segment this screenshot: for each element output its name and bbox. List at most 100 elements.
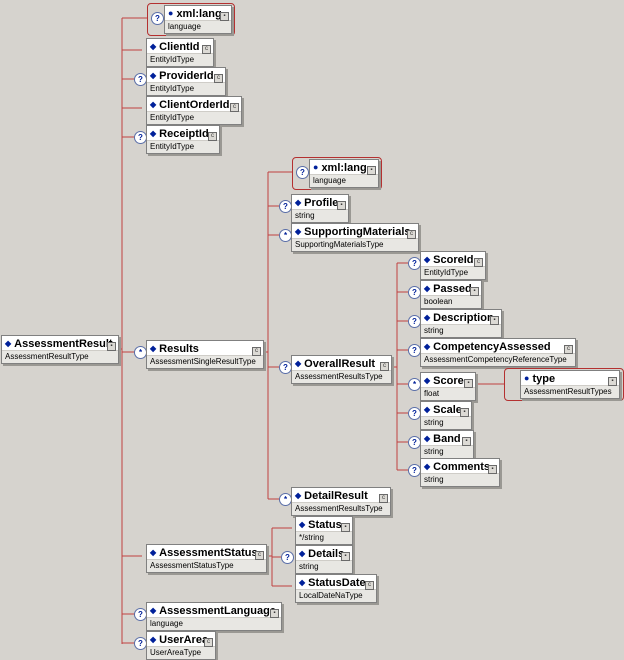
complex-type-icon: ▪ xyxy=(270,609,279,618)
description-type: string xyxy=(421,324,501,337)
details-node[interactable]: Details string ▪ xyxy=(295,545,353,574)
complex-type-icon: ▪ xyxy=(608,377,617,386)
complex-type-icon: c xyxy=(407,230,416,239)
band-type: string xyxy=(421,445,473,458)
complex-type-icon: ▪ xyxy=(470,287,479,296)
complex-type-icon: ▪ xyxy=(462,437,471,446)
details-name: Details xyxy=(296,546,352,560)
profile-name: Profile xyxy=(292,195,348,209)
scale-node[interactable]: Scale string ▪ xyxy=(420,401,472,430)
question-icon: ? xyxy=(281,551,294,564)
complex-type-icon: c xyxy=(255,551,264,560)
score-type-attribute-name: type xyxy=(521,371,619,385)
complex-type-icon: ▪ xyxy=(367,166,376,175)
complex-type-icon: c xyxy=(202,45,211,54)
band-node[interactable]: Band string ▪ xyxy=(420,430,474,459)
profile-type: string xyxy=(292,209,348,222)
client-order-id-node[interactable]: ClientOrderId EntityIdType c xyxy=(146,96,242,125)
supporting-materials-name: SupportingMaterials xyxy=(292,224,418,238)
complex-type-icon: c xyxy=(252,347,261,356)
user-area-type: UserAreaType xyxy=(147,646,215,659)
score-id-type: EntityIdType xyxy=(421,266,485,279)
assessment-status-type: AssessmentStatusType xyxy=(147,559,266,572)
complex-type-icon: c xyxy=(564,345,573,354)
complex-type-icon: c xyxy=(214,74,223,83)
client-id-node[interactable]: ClientId EntityIdType c xyxy=(146,38,214,67)
assessment-status-node[interactable]: AssessmentStatus AssessmentStatusType c xyxy=(146,544,267,573)
score-name: Score xyxy=(421,373,475,387)
question-icon: ? xyxy=(296,166,309,179)
client-order-id-type: EntityIdType xyxy=(147,111,241,124)
detail-result-node[interactable]: DetailResult AssessmentResultsType c xyxy=(291,487,391,516)
receipt-id-node[interactable]: ReceiptId EntityIdType c xyxy=(146,125,220,154)
scale-name: Scale xyxy=(421,402,471,416)
overall-result-type: AssessmentResultsType xyxy=(292,370,391,383)
question-icon: ? xyxy=(134,131,147,144)
complex-type-icon: c xyxy=(204,638,213,647)
assessment-status-name: AssessmentStatus xyxy=(147,545,266,559)
score-type-attribute-type: AssessmentResultTypes xyxy=(521,385,619,398)
status-date-node[interactable]: StatusDate LocalDateNaType c xyxy=(295,574,377,603)
status-name: Status xyxy=(296,517,352,531)
root-xml-lang-type: language xyxy=(165,20,231,33)
details-type: string xyxy=(296,560,352,573)
results-node[interactable]: Results AssessmentSingleResultType c xyxy=(146,340,264,369)
status-node[interactable]: Status */string ▪ xyxy=(295,516,353,545)
root-xml-lang-name: xml:lang xyxy=(165,6,231,20)
complex-type-icon: ▪ xyxy=(490,316,499,325)
client-id-name: ClientId xyxy=(147,39,213,53)
detail-result-name: DetailResult xyxy=(292,488,390,502)
results-type: AssessmentSingleResultType xyxy=(147,355,263,368)
profile-node[interactable]: Profile string ▪ xyxy=(291,194,349,223)
question-icon: ? xyxy=(151,12,164,25)
score-type-attribute-node[interactable]: type AssessmentResultTypes ▪ xyxy=(520,370,620,399)
description-node[interactable]: Description string ▪ xyxy=(420,309,502,338)
competency-assessed-type: AssessmentCompetencyReferenceType xyxy=(421,353,575,366)
assessment-language-node[interactable]: AssessmentLanguage language ▪ xyxy=(146,602,282,631)
detail-result-type: AssessmentResultsType xyxy=(292,502,390,515)
band-name: Band xyxy=(421,431,473,445)
assessment-result-name: AssessmentResult xyxy=(2,336,118,350)
results-xml-lang-name: xml:lang xyxy=(310,160,378,174)
assessment-language-name: AssessmentLanguage xyxy=(147,603,281,617)
score-id-node[interactable]: ScoreId EntityIdType c xyxy=(420,251,486,280)
complex-type-icon: c xyxy=(365,581,374,590)
competency-assessed-node[interactable]: CompetencyAssessed AssessmentCompetencyR… xyxy=(420,338,576,367)
provider-id-name: ProviderId xyxy=(147,68,225,82)
passed-type: boolean xyxy=(421,295,481,308)
provider-id-node[interactable]: ProviderId EntityIdType c xyxy=(146,67,226,96)
score-type: float xyxy=(421,387,475,400)
comments-name: Comments xyxy=(421,459,499,473)
results-xml-lang-node[interactable]: xml:lang language ▪ xyxy=(309,159,379,188)
comments-type: string xyxy=(421,473,499,486)
complex-type-icon: c xyxy=(379,494,388,503)
overall-result-node[interactable]: OverallResult AssessmentResultsType c xyxy=(291,355,392,384)
provider-id-type: EntityIdType xyxy=(147,82,225,95)
complex-type-icon: ▪ xyxy=(460,408,469,417)
user-area-name: UserArea xyxy=(147,632,215,646)
score-node[interactable]: Score float ▪ xyxy=(420,372,476,401)
passed-node[interactable]: Passed boolean ▪ xyxy=(420,280,482,309)
description-name: Description xyxy=(421,310,501,324)
supporting-materials-node[interactable]: SupportingMaterials SupportingMaterialsT… xyxy=(291,223,419,252)
complex-type-icon: c xyxy=(380,362,389,371)
competency-assessed-name: CompetencyAssessed xyxy=(421,339,575,353)
assessment-result-type: AssessmentResultType xyxy=(2,350,118,363)
complex-type-icon: ▪ xyxy=(337,201,346,210)
results-xml-lang-type: language xyxy=(310,174,378,187)
root-xml-lang-node[interactable]: xml:lang language ▪ xyxy=(164,5,232,34)
assessment-result-node[interactable]: AssessmentResult AssessmentResultType ▪ xyxy=(1,335,119,364)
assessment-language-type: language xyxy=(147,617,281,630)
complex-type-icon: c xyxy=(230,103,239,112)
client-order-id-name: ClientOrderId xyxy=(147,97,241,111)
results-name: Results xyxy=(147,341,263,355)
comments-node[interactable]: Comments string ▪ xyxy=(420,458,500,487)
status-date-name: StatusDate xyxy=(296,575,376,589)
complex-type-icon: ▪ xyxy=(488,465,497,474)
status-type: */string xyxy=(296,531,352,544)
complex-type-icon: ▪ xyxy=(220,12,229,21)
supporting-materials-type: SupportingMaterialsType xyxy=(292,238,418,251)
overall-result-name: OverallResult xyxy=(292,356,391,370)
complex-type-icon: c xyxy=(474,258,483,267)
complex-type-icon: ▪ xyxy=(107,342,116,351)
